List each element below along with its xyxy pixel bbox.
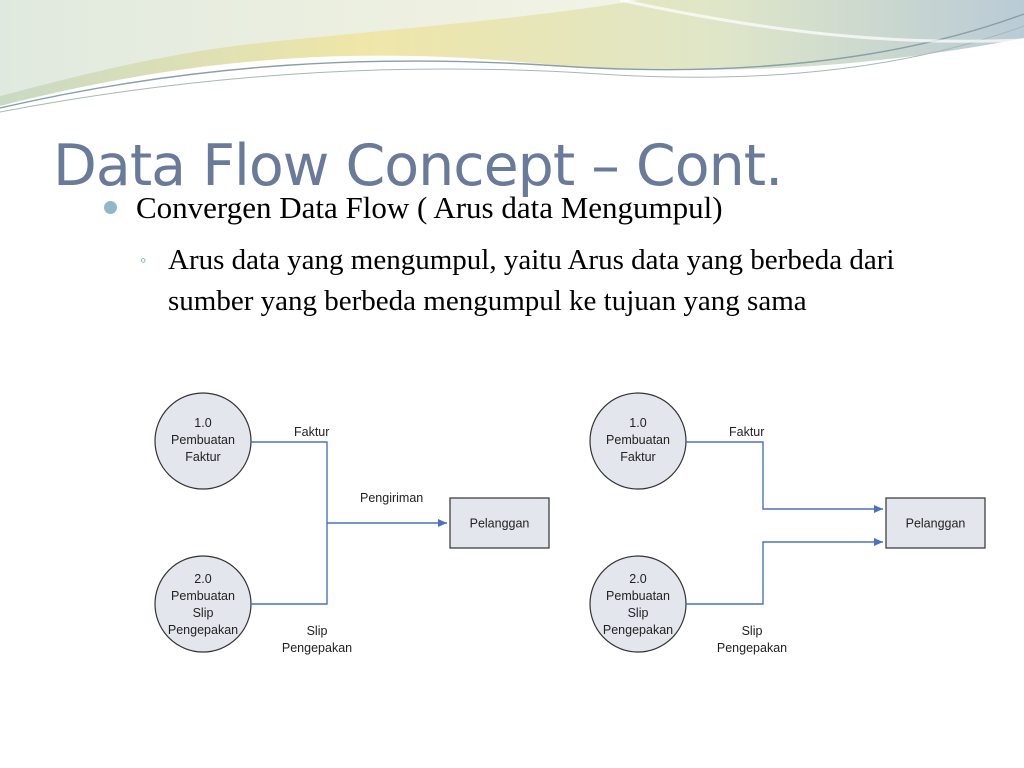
diagram-merged-flow: 1.0 Pembuatan Faktur 2.0 Pembuatan Slip …	[154, 392, 552, 658]
entity-box-pelanggan: Pelanggan	[885, 497, 986, 549]
flow-label-pengepakan: Pengepakan	[282, 641, 352, 655]
flow-label-pengiriman: Pengiriman	[360, 491, 423, 505]
flow-label-faktur: Faktur	[729, 425, 764, 439]
header-wave-decoration	[0, 0, 1024, 113]
flow-line-slip	[686, 538, 883, 605]
flow-label-faktur: Faktur	[294, 425, 329, 439]
bullet-text: Convergen Data Flow ( Arus data Mengumpu…	[136, 190, 723, 225]
flow-line-faktur	[686, 441, 883, 513]
svg-text:Pengepakan: Pengepakan	[168, 623, 238, 637]
svg-text:Slip: Slip	[193, 606, 214, 620]
diagram-separate-flows: 1.0 Pembuatan Faktur 2.0 Pembuatan Slip …	[589, 392, 987, 658]
slide-title: Data Flow Concept – Cont.	[53, 133, 783, 199]
sub-bullet-text: Arus data yang mengumpul, yaitu Arus dat…	[168, 244, 895, 317]
svg-text:Pelanggan: Pelanggan	[906, 517, 966, 531]
svg-text:Faktur: Faktur	[620, 450, 655, 464]
bullet-dot-icon	[104, 201, 117, 214]
flow-label-slip: Slip	[307, 624, 328, 638]
process-circle-1: 1.0 Pembuatan Faktur	[154, 392, 252, 490]
svg-text:Pembuatan: Pembuatan	[606, 589, 670, 603]
svg-text:2.0: 2.0	[194, 572, 211, 586]
sub-bullet-circle-icon: ◦	[140, 250, 147, 270]
flow-line-slip	[251, 523, 328, 605]
svg-text:2.0: 2.0	[629, 572, 646, 586]
flow-label-pengepakan: Pengepakan	[717, 641, 787, 655]
entity-box-pelanggan: Pelanggan	[449, 497, 550, 549]
process-circle-2: 2.0 Pembuatan Slip Pengepakan	[154, 555, 252, 653]
svg-text:Pengepakan: Pengepakan	[603, 623, 673, 637]
process-circle-2: 2.0 Pembuatan Slip Pengepakan	[589, 555, 687, 653]
svg-text:1.0: 1.0	[194, 416, 211, 430]
flow-line-faktur	[251, 441, 328, 523]
svg-text:Pelanggan: Pelanggan	[470, 517, 530, 531]
process-circle-1: 1.0 Pembuatan Faktur	[589, 392, 687, 490]
svg-text:Faktur: Faktur	[185, 450, 220, 464]
svg-text:Pembuatan: Pembuatan	[171, 589, 235, 603]
flow-label-slip: Slip	[742, 624, 763, 638]
svg-text:1.0: 1.0	[629, 416, 646, 430]
svg-text:Pembuatan: Pembuatan	[606, 433, 670, 447]
svg-text:Slip: Slip	[628, 606, 649, 620]
svg-text:Pembuatan: Pembuatan	[171, 433, 235, 447]
